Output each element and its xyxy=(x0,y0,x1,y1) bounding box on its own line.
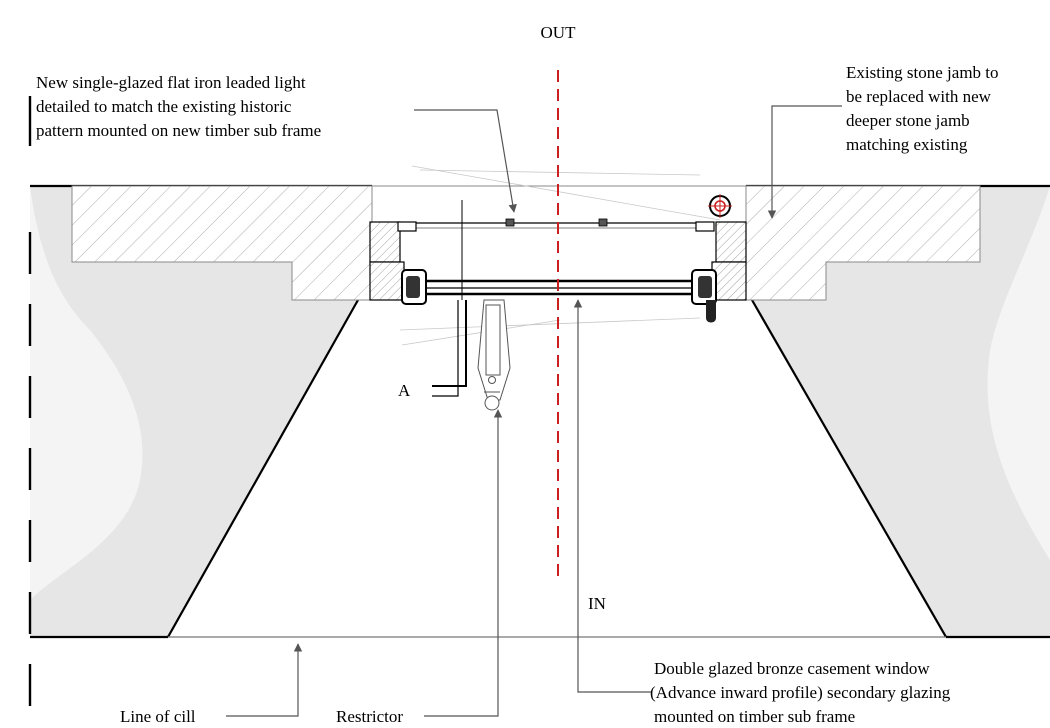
casement-line-1: Double glazed bronze casement window xyxy=(654,659,930,678)
stone-jamb-line-3: deeper stone jamb xyxy=(846,111,970,130)
timber-sub-frames xyxy=(369,221,747,301)
stone-jamb-line-1: Existing stone jamb to xyxy=(846,63,999,82)
left-wall-reveal xyxy=(30,184,372,639)
casement-line-3: mounted on timber sub frame xyxy=(654,707,855,726)
label-stone-jamb: Existing stone jamb to be replaced with … xyxy=(846,63,999,154)
section-marker-a: A xyxy=(398,300,467,400)
label-casement: Double glazed bronze casement window (Ad… xyxy=(650,659,951,726)
casement-window-glazing xyxy=(401,269,717,323)
leaded-light-line-2: detailed to match the existing historic xyxy=(36,97,292,116)
label-out: OUT xyxy=(541,23,577,42)
leaded-light-glazing xyxy=(397,200,715,300)
casement-swing-lines xyxy=(399,165,721,346)
stone-jamb-line-4: matching existing xyxy=(846,135,968,154)
leaded-light-line-3: pattern mounted on new timber sub frame xyxy=(36,121,321,140)
casement-line-2: (Advance inward profile) secondary glazi… xyxy=(650,683,951,702)
label-restrictor: Restrictor xyxy=(336,707,403,726)
stone-jamb-line-2: be replaced with new xyxy=(846,87,992,106)
leaded-light-line-1: New single-glazed flat iron leaded light xyxy=(36,73,306,92)
label-line-of-cill: Line of cill xyxy=(120,707,196,726)
restrictor-arm xyxy=(477,299,511,411)
section-marker-label: A xyxy=(398,381,411,400)
label-leaded-light: New single-glazed flat iron leaded light… xyxy=(36,73,321,140)
label-in: IN xyxy=(588,594,606,613)
hinge-marker-icon xyxy=(708,194,732,218)
leader-lines xyxy=(226,105,842,717)
